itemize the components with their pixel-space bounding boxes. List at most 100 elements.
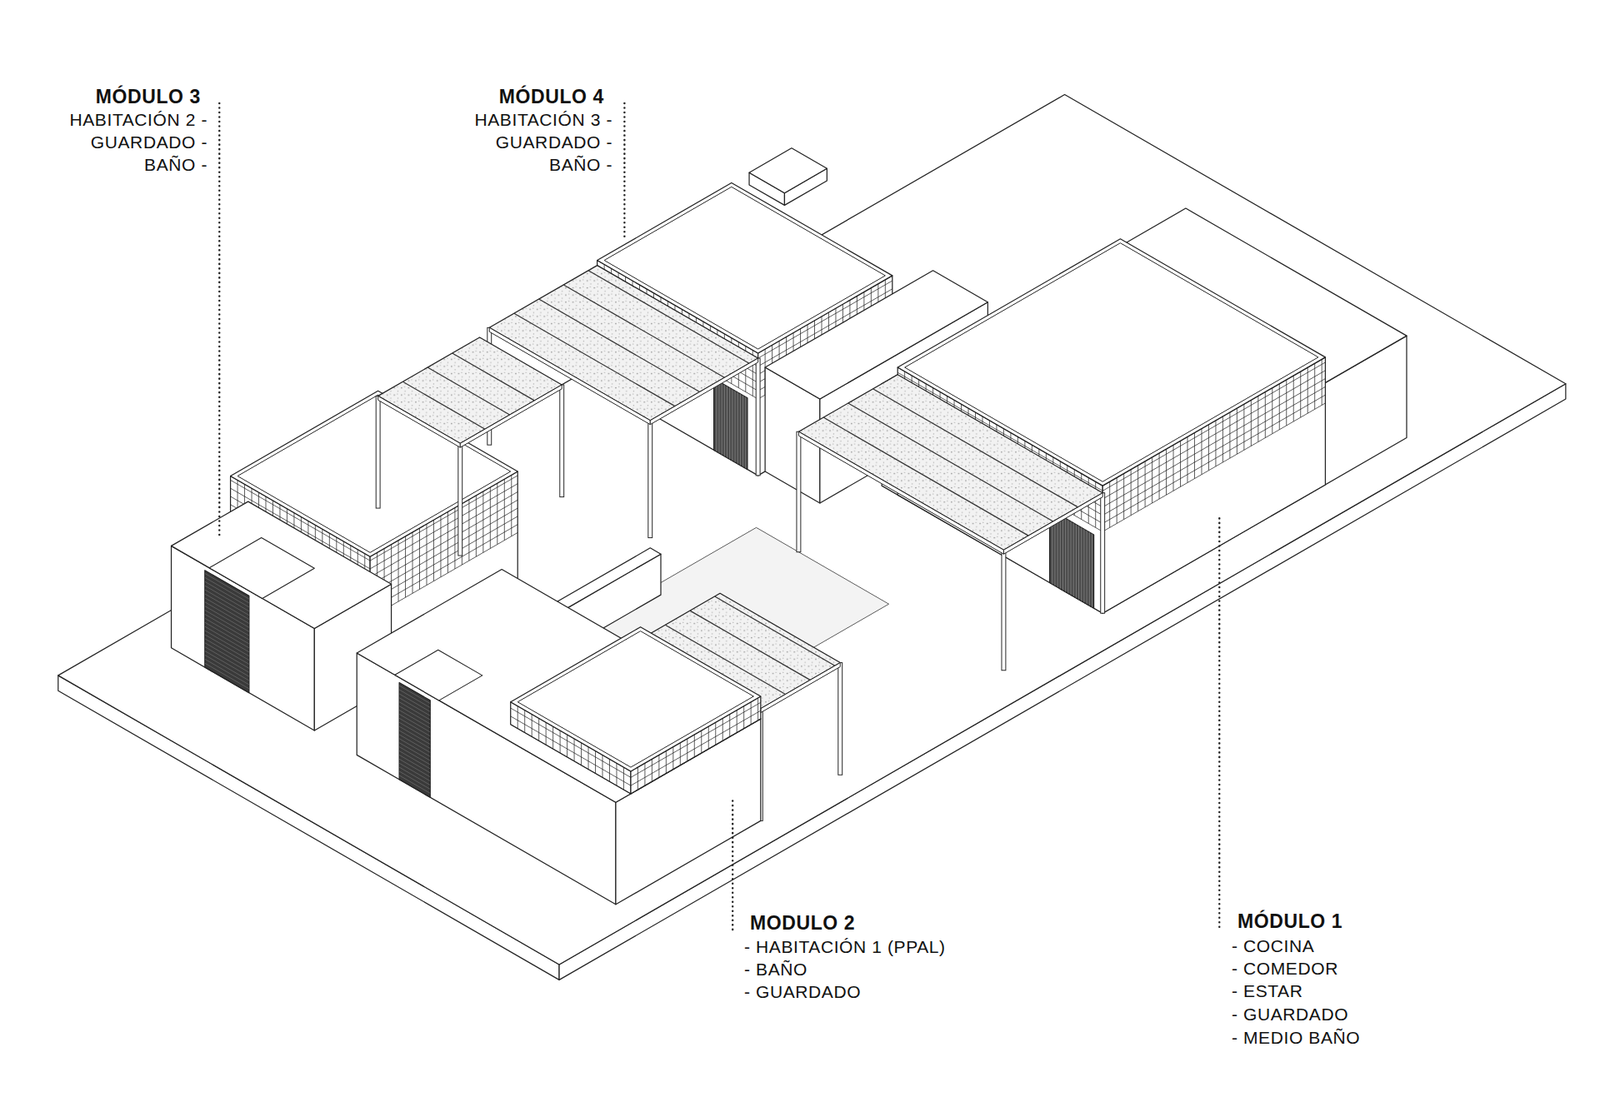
slab-top <box>58 95 1566 965</box>
roof-rim <box>517 631 754 768</box>
grid-line <box>566 735 568 758</box>
program-item: - COMEDOR <box>1231 960 1339 978</box>
grid-line <box>1236 408 1238 455</box>
grid-line <box>538 718 540 741</box>
grid-line <box>1180 440 1181 487</box>
grid-line <box>644 763 645 786</box>
grid-line <box>433 520 435 581</box>
door-slat <box>205 647 250 674</box>
module-2 <box>356 570 761 905</box>
grid-line <box>475 495 477 557</box>
pergola-beam <box>650 358 758 425</box>
door-slat <box>205 626 250 653</box>
grid-line <box>708 726 710 750</box>
door-slat <box>205 610 250 637</box>
grid-line <box>454 507 455 569</box>
program-item: HABITACIÓN 2 - <box>69 110 208 129</box>
shutter-slat <box>731 389 733 461</box>
grid-line <box>510 475 512 536</box>
shutter-slat <box>721 383 723 455</box>
grid-line <box>1186 436 1188 483</box>
grid-line <box>1257 395 1259 442</box>
door-slat <box>205 598 250 625</box>
shutter-slat <box>1080 527 1082 601</box>
grid-line <box>412 532 414 594</box>
pergola-slat <box>539 299 700 392</box>
shutter-slat <box>1078 526 1080 600</box>
leader-line <box>1218 518 1220 931</box>
grid-line <box>1130 470 1132 516</box>
program-item: - MEDIO BAÑO <box>1231 1029 1360 1047</box>
shutter-slat <box>1086 530 1088 605</box>
grid-line <box>729 714 730 737</box>
shutter-slat <box>715 380 717 452</box>
grid-line <box>651 759 653 782</box>
leader-line <box>218 103 220 537</box>
pergola-slat <box>588 270 750 364</box>
pergola-post <box>796 431 801 552</box>
grid-line <box>1321 359 1323 405</box>
grid-line <box>524 710 525 734</box>
door <box>399 682 430 798</box>
shutter-slat <box>718 381 720 454</box>
program-item: - BAÑO <box>744 960 808 979</box>
grid-line <box>1145 461 1146 508</box>
grid-line <box>504 479 505 540</box>
pergola-beam <box>760 663 840 714</box>
grid-line <box>595 751 596 775</box>
grid-line <box>1222 416 1224 463</box>
roof-face <box>356 570 761 804</box>
door-slat <box>205 655 250 681</box>
module-heading: MÓDULO 4 <box>499 87 605 107</box>
grid-line <box>560 730 561 754</box>
pergola-slat <box>823 417 1029 536</box>
grid-line <box>665 751 667 775</box>
door-slat <box>205 651 250 678</box>
shutter-slat <box>735 390 736 463</box>
door-slat <box>205 577 250 604</box>
site-slab <box>58 95 1566 981</box>
shutter-slat <box>724 385 725 457</box>
door-slat <box>205 643 250 670</box>
pergola-top <box>378 337 563 444</box>
grid-line <box>1250 400 1252 446</box>
program-item: - GUARDADO <box>744 983 861 1001</box>
grid-line <box>1285 380 1287 426</box>
door-slat <box>205 581 250 608</box>
grid-line <box>1279 384 1280 430</box>
door-slat <box>205 618 250 645</box>
door-slat <box>399 694 430 712</box>
grid-line <box>680 743 681 766</box>
grid-line <box>588 747 590 770</box>
roof-face <box>171 501 392 629</box>
grid-line <box>1165 449 1167 495</box>
grid-line <box>531 714 533 737</box>
grid-line <box>496 483 498 545</box>
grid-line <box>468 500 470 561</box>
grid-line <box>1194 432 1195 479</box>
pergola-post <box>1100 493 1105 614</box>
grid-line <box>490 487 491 549</box>
roof-face <box>749 148 827 194</box>
module-1-pergola <box>796 375 1105 671</box>
door-slat <box>205 630 250 657</box>
grid-line <box>1123 473 1125 520</box>
pergola-post <box>755 358 760 476</box>
grid-line <box>736 710 738 734</box>
pergola-slat <box>427 367 510 415</box>
shutter-slat <box>740 394 741 466</box>
program-item: - COCINA <box>1231 937 1315 955</box>
grid-line <box>757 698 759 721</box>
pergola-post <box>458 443 463 556</box>
door-slat <box>205 602 250 629</box>
shutter-slat <box>1067 520 1069 594</box>
door-slat <box>205 622 250 649</box>
grid-line <box>545 722 547 745</box>
door-slat <box>205 614 250 640</box>
grid-line <box>750 702 752 725</box>
program-item: BAÑO - <box>144 155 208 174</box>
grid-line <box>658 755 660 778</box>
grid-line <box>1271 388 1273 435</box>
grid-line <box>440 515 441 577</box>
